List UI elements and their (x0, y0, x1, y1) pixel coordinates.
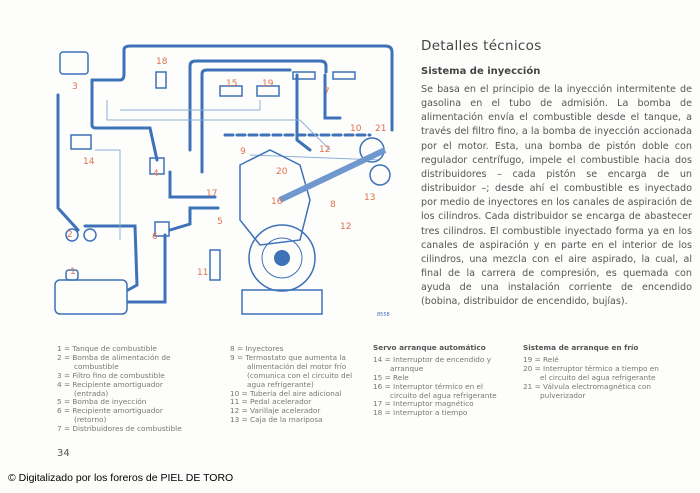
legend-title-servo: Servo arranque automático (373, 343, 486, 352)
label-2: 2 (67, 230, 73, 240)
label-7: 7 (324, 87, 330, 97)
fuel-filter-icon (59, 51, 89, 75)
label-3: 3 (72, 82, 78, 92)
body-text: Se basa en el principio de la inyección … (421, 84, 692, 308)
diagram-code: 8558 (377, 312, 390, 318)
watermark: © Digitalizado por los foreros de PIEL D… (8, 472, 234, 484)
fuel-tank-icon (54, 279, 128, 315)
relay-icon (219, 85, 243, 97)
legend-item: 16 = Interruptor térmico en el circuito … (373, 381, 497, 400)
label-18: 18 (156, 57, 168, 67)
legend-item: 19 = Relé (523, 354, 559, 364)
oil-sump (241, 289, 323, 315)
legend-item: 15 = Rele (373, 372, 409, 382)
legend-item: 2 = Bomba de alimentación de combustible (57, 352, 171, 371)
label-12: 12 (319, 145, 330, 155)
legend-item: 11 = Pedal acelerador (230, 397, 312, 407)
label-4: 4 (153, 169, 159, 179)
ignition-switch-icon (70, 134, 92, 150)
distributor-icon (292, 71, 316, 80)
label-8: 8 (330, 200, 336, 210)
legend-item: 20 = Interruptor térmico a tiempo en el … (523, 363, 659, 382)
damper-return-icon (154, 221, 170, 237)
label-6: 6 (152, 232, 158, 242)
legend-item: 14 = Interruptor de encendido y arranque (373, 354, 492, 373)
section-title: Sistema de inyección (421, 66, 541, 77)
legend-item: 5 = Bomba de inyección (57, 397, 147, 407)
label-15: 15 (226, 79, 237, 89)
label-5: 5 (217, 217, 223, 227)
legend-item: 17 = Interruptor magnético (373, 399, 474, 409)
engine-block (239, 149, 311, 246)
label-21: 21 (375, 124, 386, 134)
damper-inlet-icon (149, 157, 165, 175)
label-1: 1 (70, 267, 76, 277)
accelerator-pedal-icon (209, 249, 221, 281)
diagram-labels: 1 2 3 4 5 6 7 8 9 10 11 12 12 13 14 15 1… (67, 57, 390, 318)
legend-item: 1 = Tanque de combustible (57, 344, 157, 353)
label-14: 14 (83, 157, 95, 167)
label-19: 19 (262, 79, 274, 89)
label-16: 16 (271, 197, 283, 207)
legend-column-3: Servo arranque automático 14 = Interrupt… (373, 343, 503, 418)
legend-item: 3 = Filtro fino de combustible (57, 370, 165, 380)
legend-item: 18 = Interruptor a tiempo (373, 408, 468, 418)
legend-item: 8 = Inyectores (230, 344, 284, 353)
flywheel (248, 224, 316, 292)
legend-item: 21 = Válvula electromagnética con pulver… (523, 381, 652, 400)
label-20: 20 (276, 167, 288, 177)
label-12b: 12 (340, 222, 351, 232)
label-13: 13 (364, 193, 375, 203)
legend-item: 6 = Recipiente amortiguador (retorno) (57, 406, 163, 425)
components (54, 51, 391, 315)
label-9: 9 (240, 147, 246, 157)
legend-item: 10 = Tubería del aire adicional (230, 388, 342, 398)
label-11: 11 (197, 268, 208, 278)
wiring (95, 100, 381, 240)
fuel-lines (56, 44, 394, 304)
throttle-box-icon (369, 164, 391, 186)
feed-pump-icon (65, 228, 79, 242)
label-17: 17 (206, 189, 217, 199)
label-10: 10 (350, 124, 362, 134)
legend-item: 9 = Termostato que aumenta la alimentaci… (230, 352, 353, 389)
time-switch-icon (155, 71, 167, 89)
relay-cold-start-icon (256, 85, 280, 97)
legend-item: 7 = Distribuidores de combustible (57, 424, 182, 434)
legend-item: 4 = Recipiente amortiguador (entrada) (57, 379, 163, 398)
page-title: Detalles técnicos (421, 38, 542, 54)
page-number: 34 (57, 448, 70, 459)
legend-item: 12 = Varillaje acelerador (230, 406, 321, 416)
legend-title-cold-start: Sistema de arranque en frío (523, 343, 639, 352)
legend-item: 13 = Caja de la mariposa (230, 415, 323, 425)
